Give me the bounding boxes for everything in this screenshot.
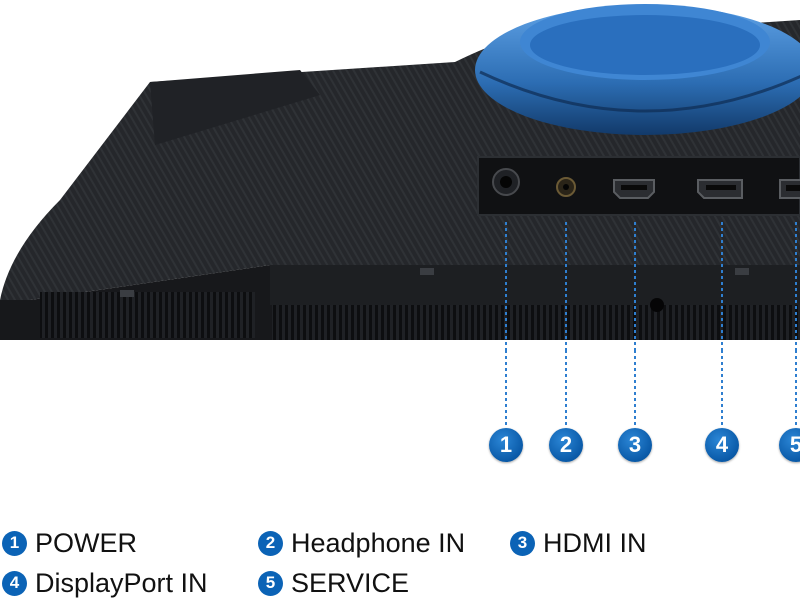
power-port-icon [492, 168, 520, 196]
legend-item-power: 1 POWER [2, 528, 137, 558]
displayport-icon [697, 179, 743, 199]
hdmi-port-icon [613, 179, 655, 199]
port-marker-3: 3 [618, 428, 652, 462]
port-marker-4: 4 [705, 428, 739, 462]
leader-lines [505, 222, 797, 350]
legend-badge: 3 [510, 530, 535, 556]
monitor-rear-illustration [0, 4, 800, 350]
legend-label: POWER [35, 527, 138, 558]
monitor-raised-panel [150, 70, 320, 145]
service-port-icon [779, 179, 800, 199]
legend-item-service: 5 SERVICE [258, 568, 409, 598]
vent-left [40, 292, 255, 338]
legend-item-headphone: 2 Headphone IN [258, 528, 465, 558]
legend-label: HDMI IN [543, 527, 647, 558]
port-marker-2: 2 [549, 428, 583, 462]
legend-item-displayport: 4 DisplayPort IN [2, 568, 208, 598]
legend-label: Headphone IN [291, 527, 466, 558]
headphone-jack-icon [556, 177, 576, 197]
legend-label: DisplayPort IN [35, 567, 208, 598]
port-marker-1: 1 [489, 428, 523, 462]
vent-right [272, 305, 800, 340]
kensington-lock-slot [650, 298, 664, 312]
legend-badge: 2 [258, 530, 283, 556]
legend-badge: 4 [2, 570, 27, 596]
legend-badge: 5 [258, 570, 283, 596]
port-marker-5: 5 [779, 428, 800, 462]
leader-lines-lower [505, 350, 797, 428]
legend-label: SERVICE [291, 567, 410, 598]
legend-badge: 1 [2, 530, 27, 556]
legend-item-hdmi: 3 HDMI IN [510, 528, 647, 558]
